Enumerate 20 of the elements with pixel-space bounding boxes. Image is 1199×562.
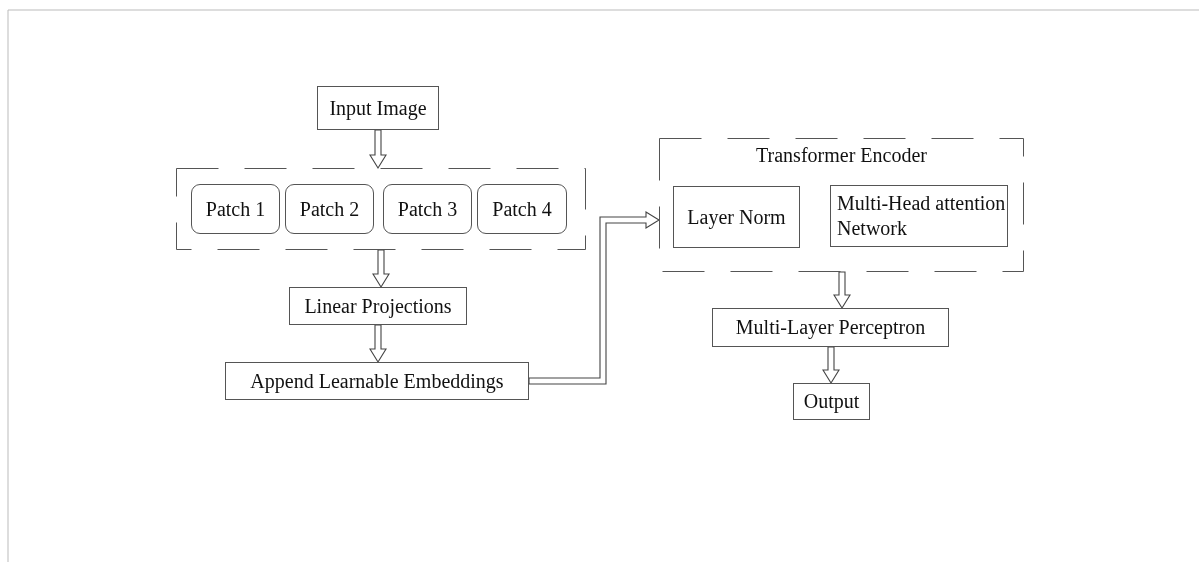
dashed-group-box xyxy=(176,168,586,250)
hollow-arrow xyxy=(369,129,387,170)
process-box: Multi-Layer Perceptron xyxy=(712,308,949,347)
process-box: Linear Projections xyxy=(289,287,467,325)
hollow-arrow xyxy=(372,249,390,289)
process-box: Input Image xyxy=(317,86,439,130)
patch-box: Patch 1 xyxy=(191,184,280,234)
dashed-group-box xyxy=(659,138,1024,272)
patch-box: Patch 4 xyxy=(477,184,567,234)
patch-box: Patch 2 xyxy=(285,184,374,234)
process-box: Append Learnable Embeddings xyxy=(225,362,529,400)
group-heading: Transformer Encoder xyxy=(755,144,928,167)
process-box: Layer Norm xyxy=(673,186,800,248)
process-box: Output xyxy=(793,383,870,420)
process-box: Multi-Head attention Network xyxy=(830,185,1008,247)
hollow-arrow xyxy=(369,324,387,364)
hollow-arrow xyxy=(528,211,661,385)
hollow-arrow xyxy=(833,271,851,310)
patch-box: Patch 3 xyxy=(383,184,472,234)
hollow-arrow xyxy=(822,346,840,385)
